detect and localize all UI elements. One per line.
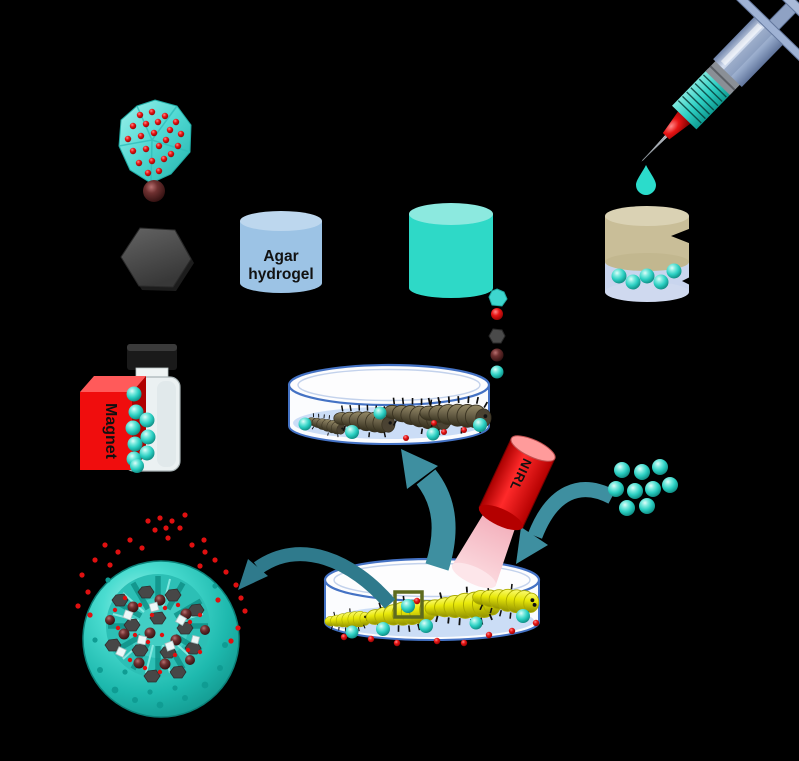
released-drug-dots (75, 512, 248, 644)
droplet-icon (636, 165, 656, 195)
drug-dots-in-upper-dish (403, 420, 467, 441)
magnet-label: Magnet (102, 403, 119, 460)
falling-particles-icon (488, 288, 508, 379)
microspheres-in-upper-dish (298, 406, 487, 441)
agar-hydrogel-cylinder-icon: Agar hydrogel (240, 211, 322, 293)
annotation-arrowhead-icon (682, 272, 700, 290)
annotation-arrowhead-icon (671, 225, 699, 247)
laser-beam-end (451, 562, 496, 589)
arrow-dish-to-dish (401, 449, 456, 571)
teal-hydrogel-cylinder-icon (409, 203, 493, 298)
arrow-cluster-to-dish (516, 482, 616, 564)
dark-red-particles-inside (105, 594, 210, 670)
drug-dots-in-lower-dish (340, 597, 540, 647)
microsphere-cluster-icon (608, 459, 678, 516)
agar-label-line1: Agar (263, 248, 298, 265)
microspheres-in-lower-dish (345, 599, 530, 639)
porous-microsphere-release-icon (75, 512, 248, 718)
microspheres-in-vial (125, 386, 156, 473)
layered-cylinder-with-microspheres-icon (605, 206, 700, 302)
arrow-dish-to-microsphere (238, 547, 396, 609)
drug-dots-on-crystal (124, 108, 185, 177)
surface-pores (92, 577, 228, 709)
drug-dots-inside (112, 595, 203, 675)
microspheres-in-cylinder (611, 263, 682, 290)
petri-dish-dark-larvae-icon (287, 363, 494, 445)
target-marker-icon (393, 590, 424, 619)
dark-red-nanoparticle-icon (143, 180, 165, 202)
hexagonal-nanoplate-icon (120, 227, 194, 291)
nir-laser-device-icon: NIRL (451, 435, 556, 589)
crystal-particles-inside (115, 601, 201, 658)
agar-label-line2: hydrogel (248, 266, 313, 283)
syringe-icon (641, 0, 799, 162)
